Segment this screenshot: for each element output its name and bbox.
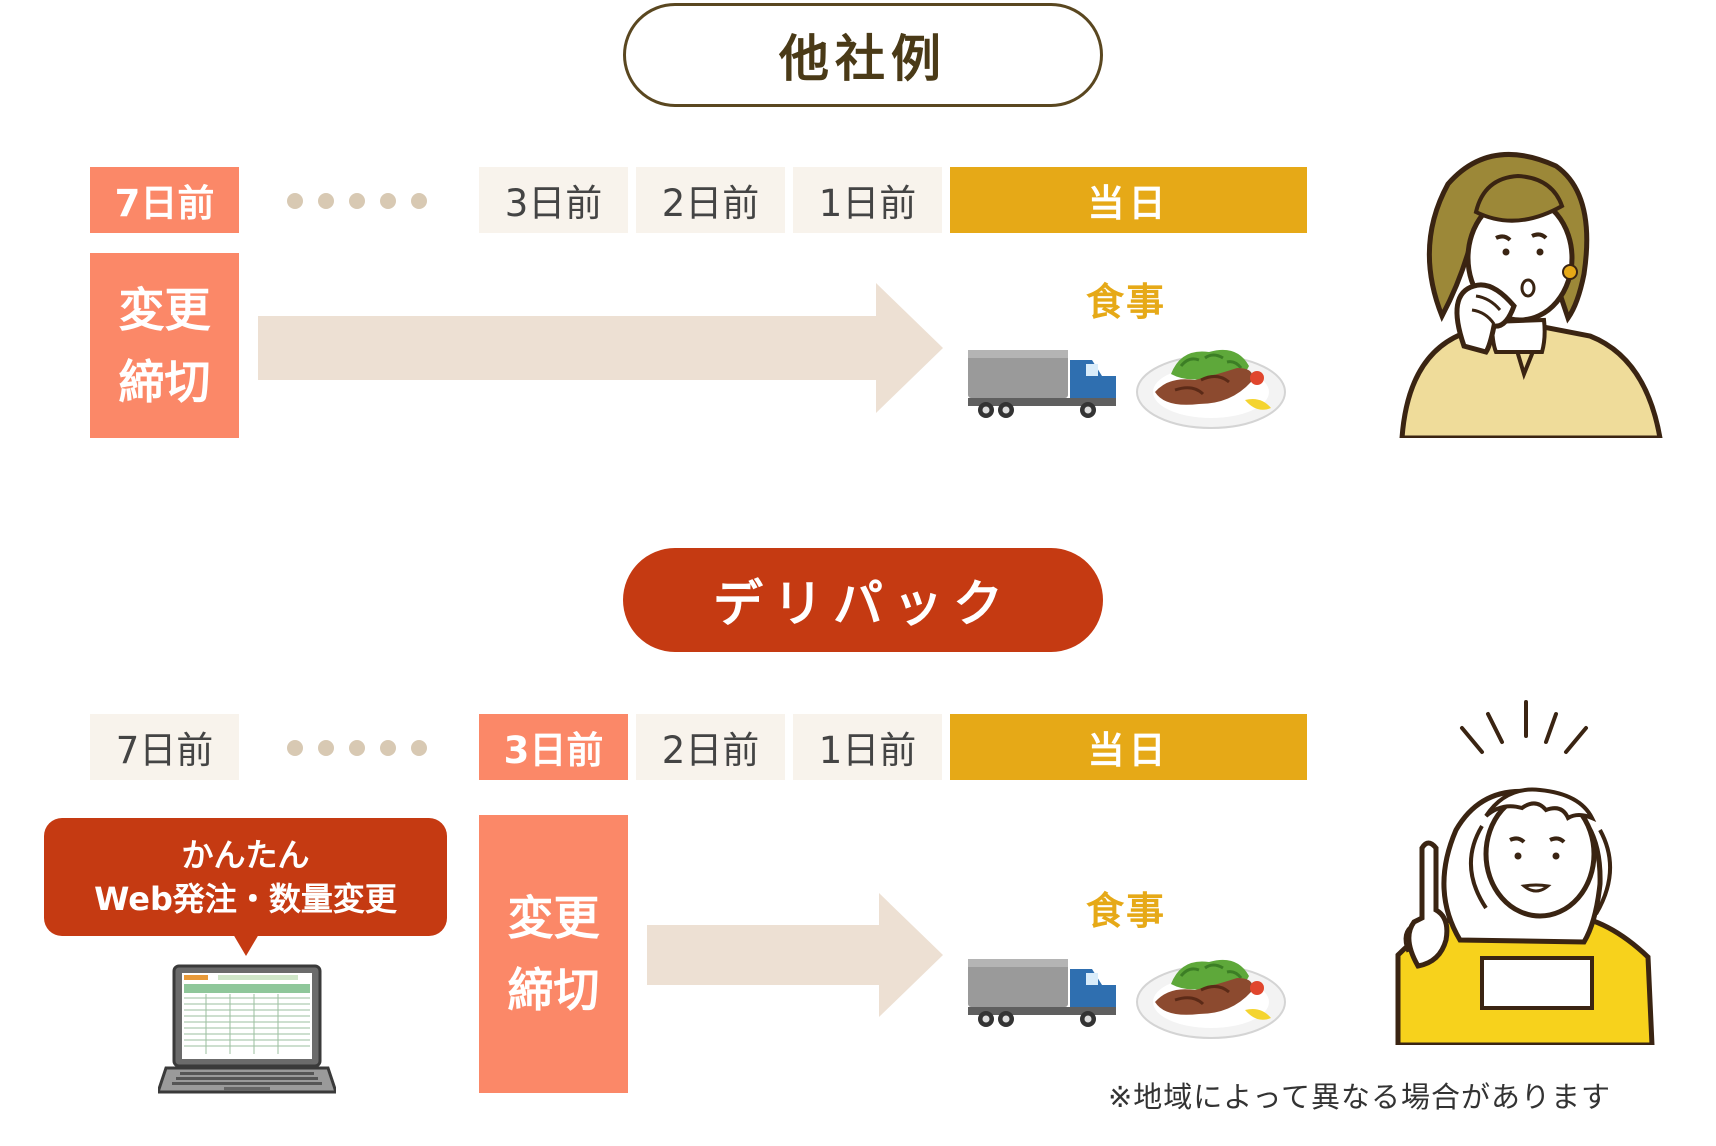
day-2-before: 2日前 (636, 714, 785, 780)
section-title-delipack-text: デリパック (713, 575, 1013, 633)
meal-plate-icon (1136, 959, 1286, 1039)
day-label: 7日前 (115, 729, 214, 772)
truck-icon (968, 959, 1116, 1027)
day-today: 当日 (950, 714, 1307, 780)
change-deadline-box: 変更 締切 (479, 815, 628, 1093)
web-order-speech-bubble: かんたん Web発注・数量変更 (44, 818, 447, 936)
day-today: 当日 (950, 167, 1307, 233)
day-label: 7日前 (114, 182, 215, 225)
bubble-line-2: Web発注・数量変更 (94, 880, 397, 918)
day-label: 1日前 (818, 182, 917, 225)
meal-label: 食事 (1085, 889, 1166, 933)
day-1-before: 1日前 (793, 714, 942, 780)
day-3-before: 3日前 (479, 167, 628, 233)
ellipsis-dots (287, 193, 427, 209)
deadline-line-1: 変更 (507, 891, 600, 945)
day-label: 3日前 (504, 182, 603, 225)
idea-woman-illustration (1395, 700, 1655, 1045)
region-note: ※地域によって異なる場合があります (1108, 1080, 1611, 1114)
day-2-before: 2日前 (636, 167, 785, 233)
laptop-icon (158, 964, 336, 1094)
day-label: 当日 (1087, 182, 1170, 225)
timeline-arrow (258, 283, 943, 413)
day-label: 当日 (1087, 729, 1170, 772)
meal-plate-icon (1136, 349, 1286, 429)
day-7-before: 7日前 (90, 167, 239, 233)
day-1-before: 1日前 (793, 167, 942, 233)
section-title-delipack: デリパック (623, 548, 1103, 652)
deadline-line-2: 締切 (118, 354, 211, 409)
truck-icon (968, 350, 1116, 418)
worried-woman-illustration (1399, 152, 1663, 438)
deadline-line-1: 変更 (118, 282, 211, 337)
ellipsis-dots (287, 740, 427, 756)
day-3-before: 3日前 (479, 714, 628, 780)
day-label: 2日前 (661, 182, 760, 225)
change-deadline-box: 変更 締切 (90, 253, 239, 438)
day-label: 1日前 (818, 729, 917, 772)
day-label: 2日前 (661, 729, 760, 772)
section-title-other: 他社例 (623, 3, 1103, 107)
speech-bubble-tail (233, 934, 259, 956)
section-title-other-text: 他社例 (779, 30, 947, 88)
timeline-arrow (647, 893, 943, 1017)
bubble-line-1: かんたん (181, 836, 310, 874)
deadline-line-2: 締切 (507, 963, 600, 1017)
day-label: 3日前 (503, 729, 604, 772)
day-7-before: 7日前 (90, 714, 239, 780)
meal-label: 食事 (1085, 280, 1166, 324)
